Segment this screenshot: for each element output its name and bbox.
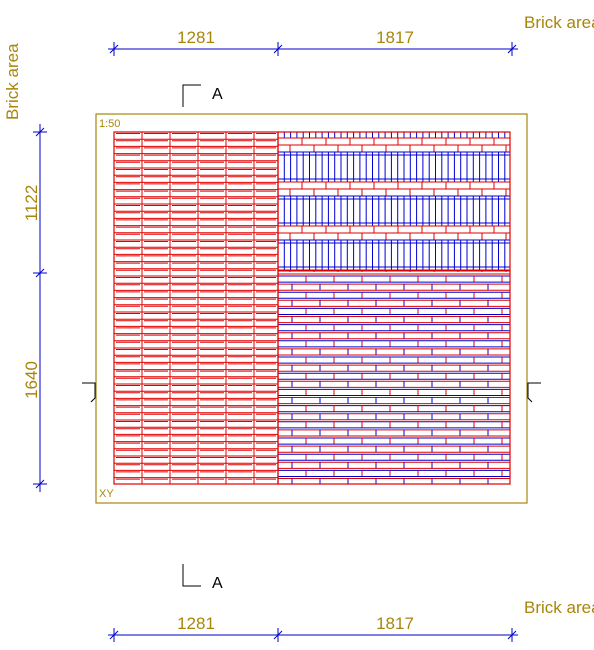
right-bottom-brick-pattern	[277, 273, 510, 485]
section-label-top: A	[212, 86, 223, 103]
section-label-bottom: A	[212, 575, 223, 592]
left-brick-border	[113, 131, 279, 485]
brick-area-label-top: Brick area	[524, 13, 594, 32]
right-brick-border	[277, 131, 511, 485]
dim-bottom-right: 1817	[376, 614, 414, 633]
section-marker-bottom	[182, 564, 201, 587]
bottom-dimension	[108, 628, 518, 642]
right-top-brick-pattern	[277, 131, 510, 272]
dim-top-left: 1281	[177, 28, 215, 47]
brick-area-label-bottom: Brick area	[524, 598, 594, 617]
brick-area-label-left: Brick area	[3, 43, 22, 120]
drawing-frame	[95, 113, 528, 504]
left-brick-pattern	[113, 131, 279, 484]
section-marker-top	[182, 84, 201, 107]
section-marker-right	[527, 382, 541, 403]
scale-label: 1:50	[99, 118, 120, 130]
section-marker-left	[82, 382, 96, 403]
dim-left-lower: 1640	[22, 361, 41, 399]
dim-left-upper: 1122	[22, 185, 41, 222]
left-dimension	[33, 124, 47, 492]
dim-top-right: 1817	[376, 28, 414, 47]
top-dimension	[108, 42, 518, 56]
view-label: XY	[99, 488, 114, 500]
dim-bottom-left: 1281	[177, 614, 215, 633]
